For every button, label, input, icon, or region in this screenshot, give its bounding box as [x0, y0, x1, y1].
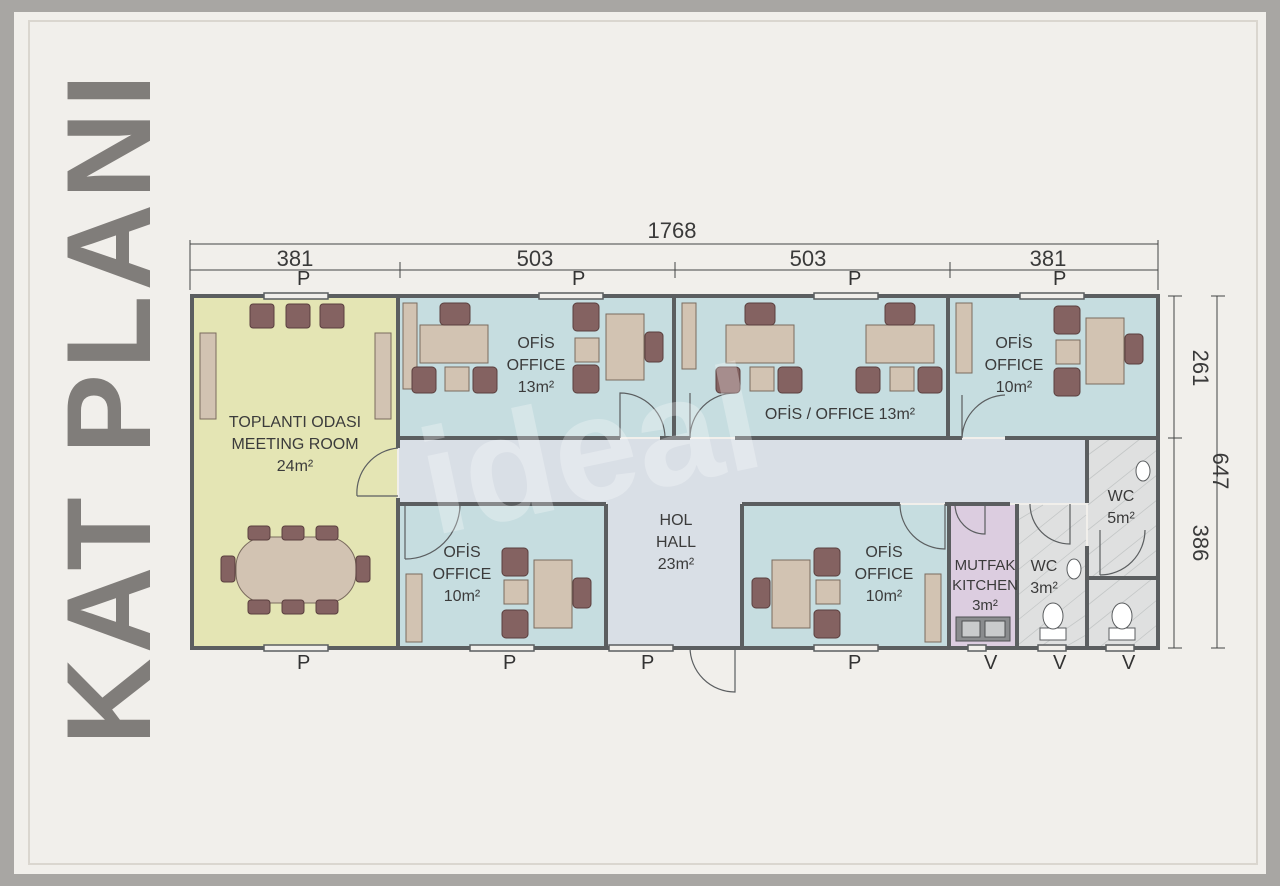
room-name-en: OFFICE — [984, 357, 1044, 374]
room-label-office-top-2: OFİS / OFFICE 13m² — [740, 404, 940, 426]
windows — [263, 292, 1135, 652]
room-name-en: MEETING ROOM — [231, 436, 359, 453]
room-area: 5m² — [1107, 510, 1135, 527]
dim-depth-1: 261 — [1188, 349, 1213, 387]
room-name-tr: OFİS — [865, 544, 903, 561]
dimension-lines — [189, 240, 1225, 649]
window-mark-v: V — [984, 652, 998, 674]
room-name-en: OFFICE — [854, 566, 914, 583]
room-name-en: KITCHEN — [952, 577, 1018, 594]
room-area: 23m² — [657, 556, 695, 573]
room-area: 10m² — [865, 588, 903, 605]
doors — [356, 392, 1146, 693]
dim-segment-3: 503 — [789, 246, 827, 271]
room-label-hall: HOL HALL 23m² — [636, 510, 716, 576]
window-mark-p: P — [1053, 268, 1067, 290]
room-area: 3m² — [972, 597, 998, 614]
room-label-kitchen: MUTFAK KITCHEN 3m² — [950, 556, 1020, 616]
office-desks — [402, 302, 1125, 643]
room-label-office-top-3: OFİS OFFICE 10m² — [974, 333, 1054, 399]
window-mark-p: P — [848, 268, 862, 290]
window-mark-p: P — [848, 652, 862, 674]
dim-segment-4: 381 — [1029, 246, 1067, 271]
room-area: 13m² — [517, 379, 555, 396]
meeting-table — [235, 536, 357, 604]
room-label-office-top-1: OFİS OFFICE 13m² — [496, 333, 576, 399]
window-mark-v: V — [1122, 652, 1136, 674]
room-name-en: OFFICE — [432, 566, 492, 583]
room-name-tr: OFİS — [443, 544, 481, 561]
room-name-tr: OFİS — [995, 335, 1033, 352]
walls — [190, 294, 1160, 650]
meeting-cabinets — [199, 332, 392, 420]
room-area: 24m² — [276, 458, 314, 475]
window-mark-p: P — [297, 268, 311, 290]
hall-corridor-fill — [399, 439, 1087, 503]
room-name-tr: OFİS — [517, 335, 555, 352]
window-mark-p: P — [641, 652, 655, 674]
window-mark-p: P — [503, 652, 517, 674]
room-area: 10m² — [443, 588, 481, 605]
dim-segment-1: 381 — [276, 246, 314, 271]
room-label-wc-large: WC 5m² — [1098, 486, 1144, 530]
room-label-meeting: TOPLANTI ODASI MEETING ROOM 24m² — [205, 412, 385, 478]
room-name: WC — [1107, 488, 1135, 505]
room-name-tr: MUTFAK — [954, 557, 1016, 574]
room-name: WC — [1030, 558, 1058, 575]
room-name-en: HALL — [655, 534, 697, 551]
dim-total-width: 1768 — [647, 218, 697, 243]
room-name-tr: HOL — [659, 512, 693, 529]
meeting-chairs — [220, 303, 371, 615]
room-name-en: OFFICE — [506, 357, 566, 374]
kitchen-sink — [955, 616, 1011, 642]
room-area: 10m² — [995, 379, 1033, 396]
window-mark-v: V — [1053, 652, 1067, 674]
window-mark-p: P — [297, 652, 311, 674]
hall-fill — [607, 503, 741, 647]
office-chairs — [411, 302, 1144, 639]
dim-depth-2: 386 — [1188, 524, 1213, 562]
room-label-office-bottom-2: OFİS OFFICE 10m² — [844, 542, 924, 608]
sheet-frame — [28, 20, 1258, 865]
room-label-office-bottom-1: OFİS OFFICE 10m² — [422, 542, 502, 608]
room-label-wc-small: WC 3m² — [1022, 556, 1066, 600]
room-name: OFİS / OFFICE 13m² — [764, 406, 916, 423]
dim-total-depth: 647 — [1208, 452, 1233, 490]
window-mark-p: P — [572, 268, 586, 290]
room-name-tr: TOPLANTI ODASI — [228, 414, 362, 431]
dim-segment-2: 503 — [516, 246, 554, 271]
room-area: 3m² — [1030, 580, 1058, 597]
toilets — [1039, 460, 1151, 641]
